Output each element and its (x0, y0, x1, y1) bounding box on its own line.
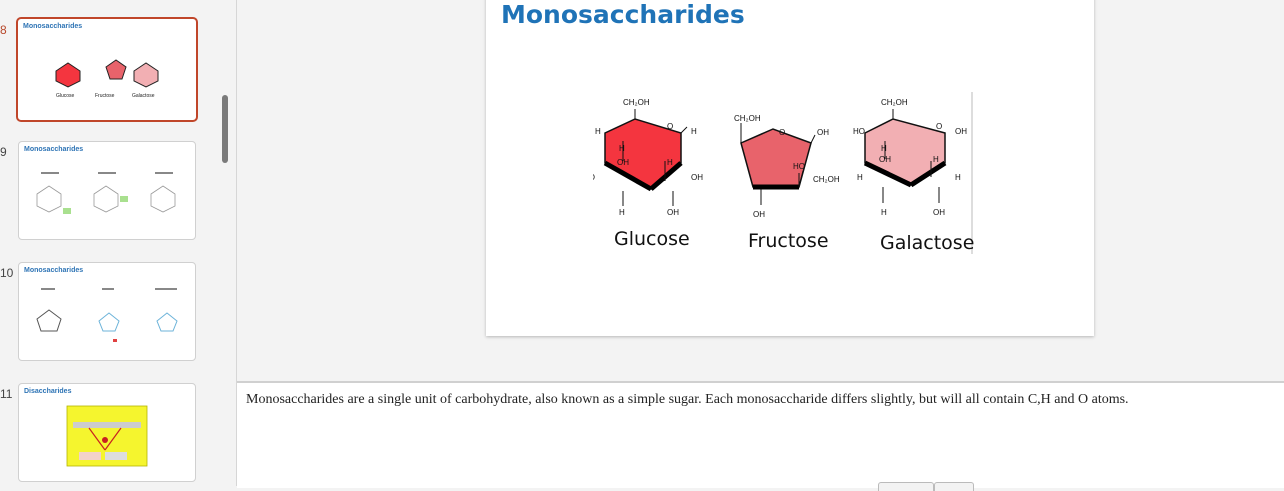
fructose-fill (740, 128, 812, 188)
thumbnail-label-fructose: Fructose (95, 93, 115, 99)
fructose-ring: CH₂OH O OH HO CH₂OH OH (734, 114, 840, 219)
galactose-h-l: H (857, 173, 863, 182)
thumbnail-label-galactose: Galactose (132, 93, 155, 99)
glucose-h-in1: H (619, 144, 625, 153)
galactose-o: O (936, 122, 942, 131)
slide-number-11: 11 (0, 387, 13, 401)
glucose-h-bl: H (619, 208, 625, 217)
glucose-oh-r: OH (691, 173, 703, 182)
slide-thumbnail-9[interactable]: Monosaccharides (18, 141, 196, 240)
fructose-ho-in: HO (793, 162, 805, 171)
glucose-h-tr: H (691, 127, 697, 136)
status-tab-left[interactable] (878, 482, 934, 491)
status-tab-right[interactable] (934, 482, 974, 491)
label-fructose: Fructose (748, 230, 829, 252)
galactose-h-r: H (955, 173, 961, 182)
galactose-ring: CH₂OH HO O OH H OH H H H H OH (853, 92, 973, 254)
fructose-oh-r: OH (817, 128, 829, 137)
glucose-ho: HO (593, 173, 595, 182)
glucose-o: O (667, 122, 673, 131)
thumbnail-title: Disaccharides (24, 388, 72, 395)
galactose-h-in2: H (933, 155, 939, 164)
speaker-notes-pane[interactable]: Monosaccharides are a single unit of car… (237, 381, 1284, 488)
fructose-o: O (779, 128, 785, 137)
slide-thumbnail-11[interactable]: Disaccharides (18, 383, 196, 482)
slide-thumbnail-8[interactable]: Monosaccharides Glucose Fructose Galacto… (16, 17, 198, 122)
slide-title[interactable]: Monosaccharides (501, 0, 745, 29)
slide-thumbnail-10[interactable]: Monosaccharides (18, 262, 196, 361)
slide-thumbnail-pane[interactable]: 8 Monosaccharides Glucose Fructose Galac… (0, 0, 237, 486)
fructose-oh-b: OH (753, 210, 765, 219)
thumbnail-structures (36, 288, 178, 342)
slide-number-9: 9 (0, 145, 7, 159)
sugar-structures: CH₂OH O H H H OH H HO OH H OH (593, 92, 973, 254)
thumbnail-title: Monosaccharides (23, 23, 83, 30)
speaker-notes-text[interactable]: Monosaccharides are a single unit of car… (246, 392, 1129, 407)
thumbnail-title: Monosaccharides (24, 267, 84, 274)
glucose-ch2oh: CH₂OH (623, 98, 650, 107)
thumbnail-label-glucose: Glucose (56, 93, 75, 99)
glucose-h-in2: H (667, 158, 673, 167)
galactose-h-in1: H (881, 144, 887, 153)
thumbnail-structures (36, 172, 176, 214)
glucose-h-tl: H (595, 127, 601, 136)
galactose-oh-in: OH (879, 155, 891, 164)
fructose-ch2oh: CH₂OH (734, 114, 761, 123)
galactose-ho: HO (853, 127, 865, 136)
slide-number-8: 8 (0, 23, 7, 37)
galactose-ch2oh: CH₂OH (881, 98, 908, 107)
thumbnail-scrollbar[interactable] (222, 95, 228, 163)
galactose-fill (864, 118, 946, 186)
thumbnail-title: Monosaccharides (24, 146, 84, 153)
monosaccharide-figure[interactable]: CH₂OH O H H H OH H HO OH H OH (593, 91, 985, 257)
glucose-ring: CH₂OH O H H H OH H HO OH H OH (593, 98, 703, 217)
slide-canvas[interactable]: Monosaccharides CH₂OH O H (486, 0, 1094, 336)
galactose-oh-br: OH (933, 208, 945, 217)
thumbnail-sugar-rings: Glucose Fructose Galactose (55, 59, 159, 99)
thumbnail-disaccharide-diagram (66, 405, 148, 467)
label-glucose: Glucose (614, 228, 690, 250)
glucose-oh-br: OH (667, 208, 679, 217)
fructose-ch2oh-r: CH₂OH (813, 175, 840, 184)
label-galactose: Galactose (880, 232, 975, 254)
galactose-oh-tr: OH (955, 127, 967, 136)
glucose-oh-in: OH (617, 158, 629, 167)
slide-editor-area: Monosaccharides CH₂OH O H (237, 0, 1284, 381)
galactose-h-bl: H (881, 208, 887, 217)
slide-number-10: 10 (0, 266, 14, 280)
